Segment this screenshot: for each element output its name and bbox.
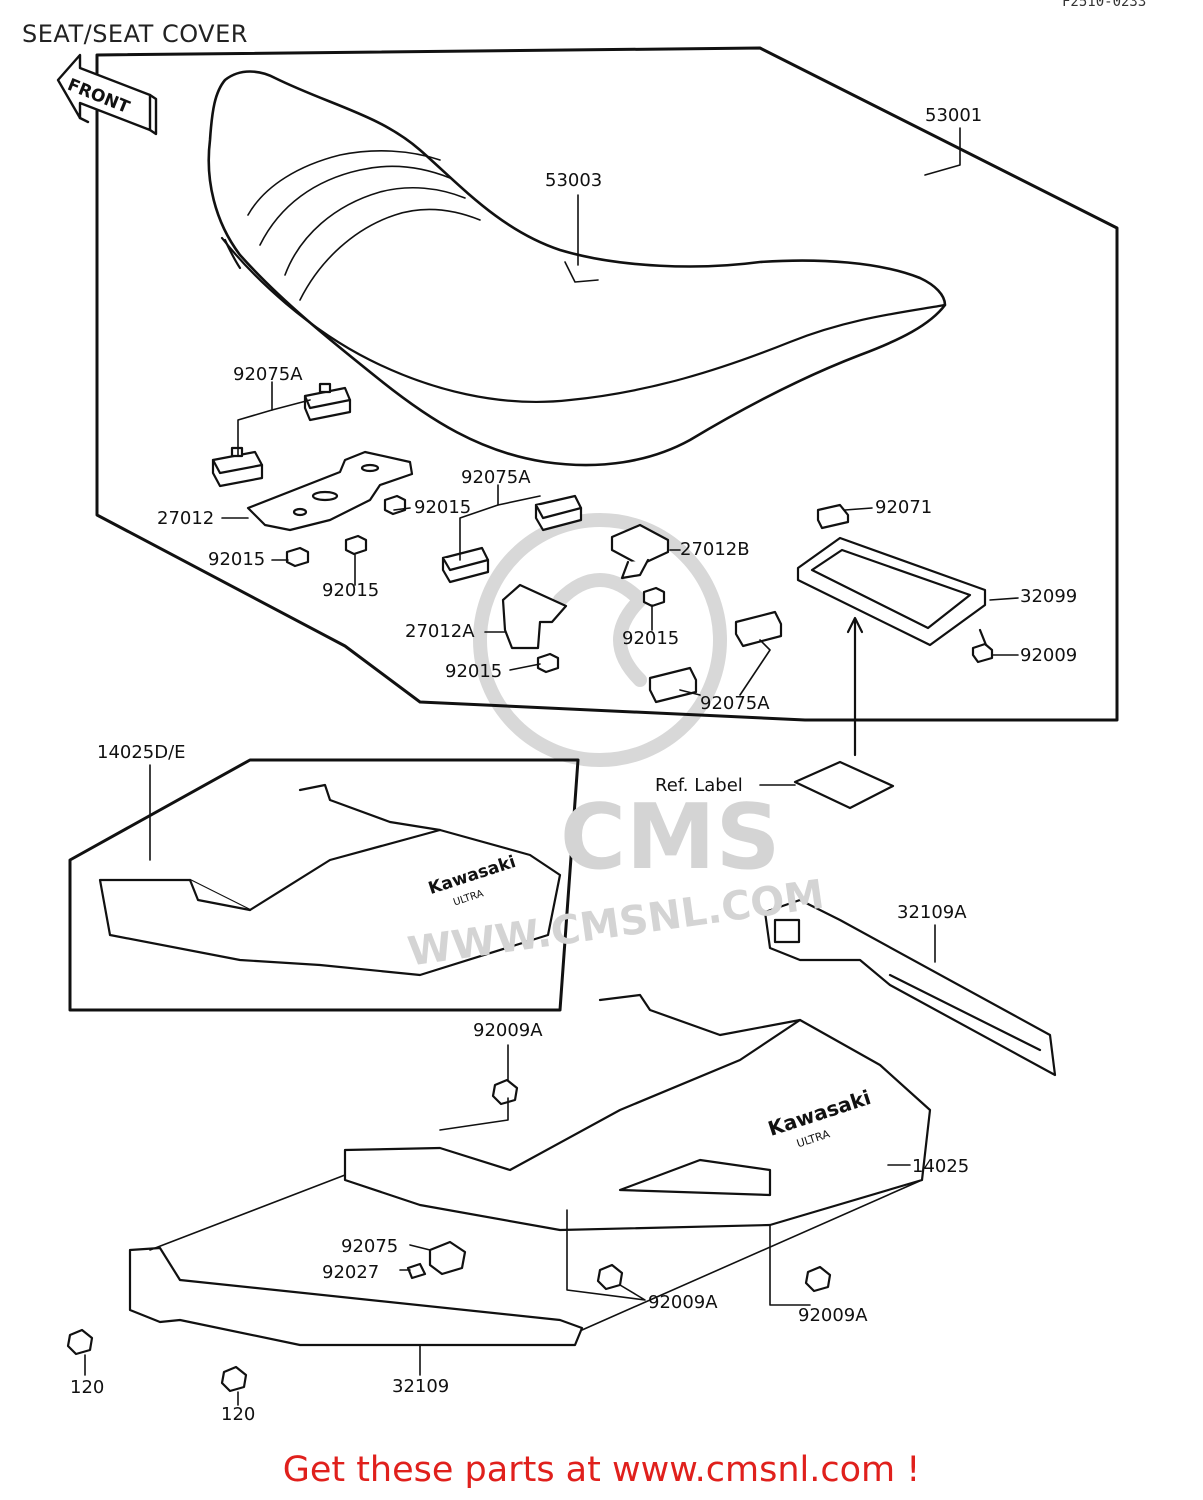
label-14025de: 14025D/E — [97, 742, 186, 763]
label-92075a-lower: 92075A — [700, 693, 770, 714]
label-92015-b: 92015 — [208, 549, 266, 570]
label-92015-e: 92015 — [445, 661, 503, 682]
diagram-code: F2510-0233 — [1062, 0, 1147, 10]
cover-14025de-outline — [68, 758, 580, 1012]
label-27012b: 27012B — [680, 539, 750, 560]
label-53003: 53003 — [545, 170, 603, 191]
label-92071: 92071 — [875, 497, 933, 518]
label-120-bottom: 120 — [221, 1404, 256, 1425]
label-92075a-middle: 92075A — [461, 467, 531, 488]
label-14025: 14025 — [912, 1156, 970, 1177]
tray-32099-icon — [796, 503, 994, 664]
page-title: SEAT/SEAT COVER — [22, 20, 248, 48]
label-ref-label: Ref. Label — [655, 775, 743, 796]
damper-92075a-top-icon — [211, 382, 352, 488]
footer-promo-link[interactable]: Get these parts at www.cmsnl.com ! — [282, 1450, 921, 1490]
leader-lines — [84, 127, 1019, 1406]
label-32099: 32099 — [1020, 586, 1078, 607]
label-92015-c: 92015 — [322, 580, 380, 601]
label-92075a-top: 92075A — [233, 364, 303, 385]
label-92009: 92009 — [1020, 645, 1078, 666]
label-27012: 27012 — [157, 508, 215, 529]
seat-assembly-outline — [95, 46, 1119, 722]
bracket-27012a-icon — [501, 583, 568, 650]
watermark-cms: CMS — [560, 785, 781, 890]
bracket-27012b-icon — [610, 523, 670, 580]
label-92075: 92075 — [341, 1236, 399, 1257]
seat-icon — [207, 70, 947, 467]
label-27012a: 27012A — [405, 621, 475, 642]
label-92015-d: 92015 — [622, 628, 680, 649]
bolt-icon — [66, 1078, 832, 1393]
front-arrow-icon — [56, 53, 158, 136]
label-92027: 92027 — [322, 1262, 380, 1283]
seat-cover-14025de-icon — [98, 783, 562, 977]
grab-rail-32109a-icon — [763, 898, 1057, 1077]
ref-label-icon — [793, 616, 895, 810]
watermark-logo — [473, 513, 727, 767]
seat-cover-14025-icon — [343, 993, 932, 1232]
label-32109a: 32109A — [897, 902, 967, 923]
damper-92075a-lower-icon — [648, 610, 783, 704]
label-92009a-middle: 92009A — [648, 1292, 718, 1313]
label-120-left: 120 — [70, 1377, 105, 1398]
label-53001: 53001 — [925, 105, 983, 126]
label-32109: 32109 — [392, 1376, 450, 1397]
bracket-27012-icon — [246, 450, 414, 532]
grab-rail-32109-icon — [128, 1246, 584, 1347]
label-92009a-right: 92009A — [798, 1305, 868, 1326]
label-92015-a: 92015 — [414, 497, 472, 518]
damper-92075a-middle-icon — [441, 494, 583, 584]
label-92009a-top: 92009A — [473, 1020, 543, 1041]
